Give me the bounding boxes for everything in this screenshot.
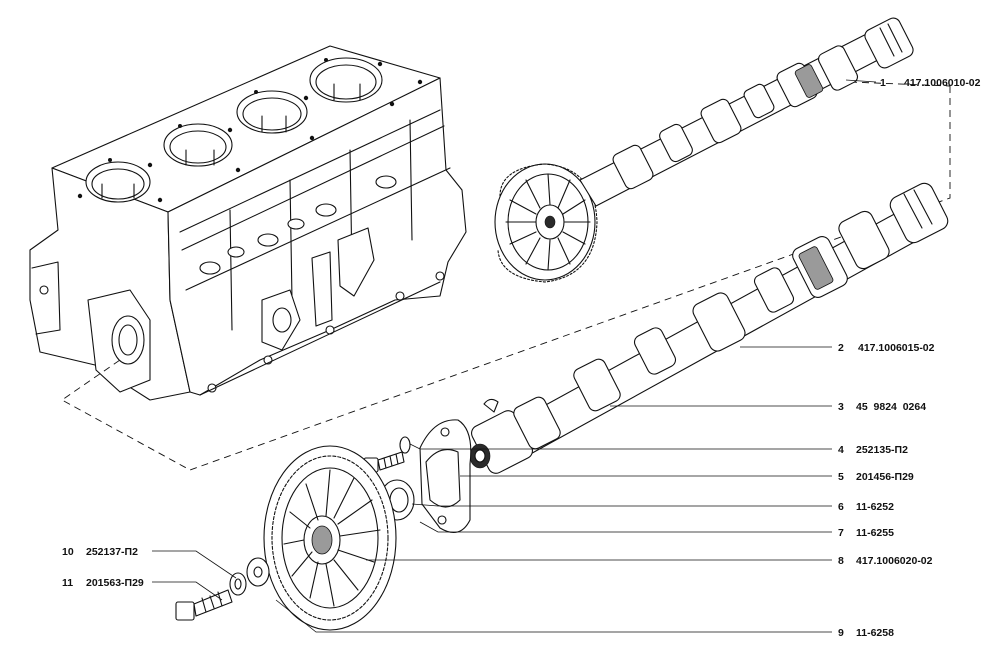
callout-number: 8 [838,555,844,567]
callout-part-number: 417.1006015-02 [858,342,935,354]
callout-part-number: 417.1006010-02 [904,77,981,89]
callout-part-number: 252135-П2 [856,444,908,456]
callout-number: 9 [838,627,844,639]
callout-3: 3 45 9824 0264 [838,401,926,413]
callout-number: 11 [62,577,73,589]
leader-lines [152,79,877,633]
callout-part-number: 252137-П2 [86,546,138,558]
camshaft-lower [469,182,949,474]
callout-number: 4 [838,444,844,456]
callout-part-number: 11-6252 [856,501,894,513]
callout-5: 5 201456-П29 [838,471,914,483]
callout-8: 8 417.1006020-02 [838,555,933,567]
engine-block [29,45,467,401]
callout-part-number: 11-6258 [856,627,894,639]
thrust-flange [419,419,472,534]
callout-part-number: 417.1006020-02 [856,555,933,567]
callout-part-number: 201563-П29 [86,577,144,589]
callout-2: 2 417.1006015-02 [838,342,935,354]
camshaft-upper [494,17,914,283]
callout-part-number: 201456-П29 [856,471,914,483]
callout-number: 6 [838,501,844,513]
callout-number: 5 [838,471,844,483]
callout-1: 1 417.1006010-02 [880,77,981,89]
callout-part-number: 45 9824 0264 [856,401,926,413]
assembly-outline-dashed [61,86,951,471]
callout-number: 2 [838,342,844,354]
washer-small [399,436,411,454]
callout-9: 9 11-6258 [838,627,894,639]
callout-10: 10 252137-П2 [62,546,138,558]
callout-7: 7 11-6255 [838,527,894,539]
lock-washer [229,572,247,596]
callout-number: 10 [62,546,74,558]
callout-11: 11 201563-П29 [62,577,144,589]
gear-bolt [175,589,233,621]
callout-number: 1 [880,77,886,89]
callout-4: 4 252135-П2 [838,444,908,456]
callout-6: 6 11-6252 [838,501,894,513]
callout-number: 3 [838,401,844,413]
callout-part-number: 11-6255 [856,527,894,539]
woodruff-key [483,398,499,413]
camshaft-timing-gear [263,445,397,631]
gear-washer [246,557,270,587]
callout-number: 7 [838,527,844,539]
